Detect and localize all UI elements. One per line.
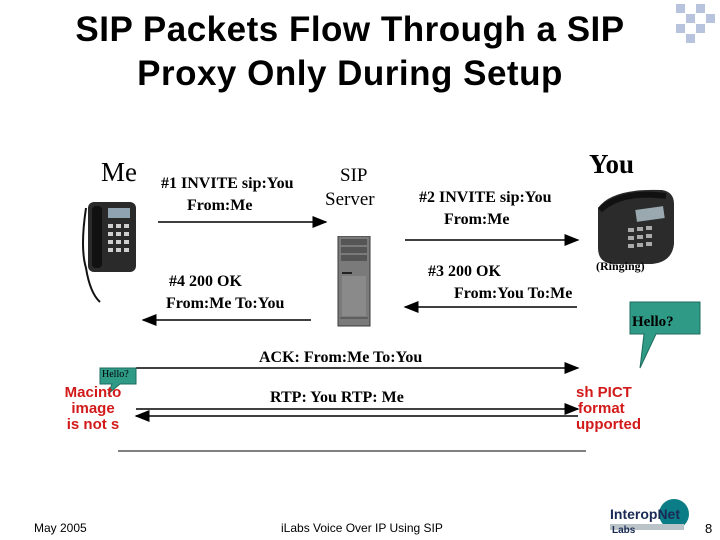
placeholder-left-line1: Macinto xyxy=(64,385,122,401)
party-me-label: Me xyxy=(101,157,137,187)
msg3-line1: #3 200 OK xyxy=(428,263,501,280)
image-placeholder-right: sh PICT format upported xyxy=(576,385,640,433)
ack-label: ACK: From:Me To:You xyxy=(259,349,423,366)
interopnet-logo-icon xyxy=(610,499,689,530)
slide-title: SIP Packets Flow Through a SIP Proxy Onl… xyxy=(20,8,680,96)
msg2-line2: From:Me xyxy=(444,211,510,228)
hello-text-me: Hello? xyxy=(102,369,129,380)
sip-server-icon xyxy=(337,236,371,327)
logo-subtext: Labs xyxy=(612,525,636,536)
logo-text: InteropNet xyxy=(610,506,680,522)
placeholder-left-line2: image xyxy=(71,400,115,417)
party-you-label: You xyxy=(589,149,635,179)
msg4-line1: #4 200 OK xyxy=(169,273,242,290)
msg1-line1: #1 INVITE sip:You xyxy=(161,175,294,192)
image-placeholder-left: Macinto image is not s xyxy=(60,385,126,433)
title-line-1: SIP Packets Flow Through a SIP xyxy=(75,10,625,49)
placeholder-right-line2: format xyxy=(578,400,625,417)
msg2-line1: #2 INVITE sip:You xyxy=(419,189,552,206)
hello-bubble-me xyxy=(99,367,137,395)
placeholder-left-line3: is not s xyxy=(66,416,120,433)
placeholder-right-line1: sh PICT xyxy=(576,385,632,401)
phone-me-icon xyxy=(82,202,136,303)
rtp-label: RTP: You RTP: Me xyxy=(270,389,404,406)
server-label-line2: Server xyxy=(325,189,375,210)
title-line-2: Proxy Only During Setup xyxy=(137,54,563,93)
msg3-line2: From:You To:Me xyxy=(454,285,573,302)
footer-center-text: iLabs Voice Over IP Using SIP xyxy=(281,521,443,535)
footer-date: May 2005 xyxy=(34,521,87,535)
ringing-label: (Ringing) xyxy=(596,259,645,273)
msg1-line2: From:Me xyxy=(187,197,253,214)
placeholder-right-line3: upported xyxy=(576,416,640,433)
server-label-line1: SIP xyxy=(340,165,368,186)
hello-text-you: Hello? xyxy=(632,314,674,330)
hello-bubble-you xyxy=(629,301,701,369)
phone-you-icon xyxy=(597,189,674,264)
msg4-line2: From:Me To:You xyxy=(166,295,285,312)
page-number: 8 xyxy=(705,521,713,536)
